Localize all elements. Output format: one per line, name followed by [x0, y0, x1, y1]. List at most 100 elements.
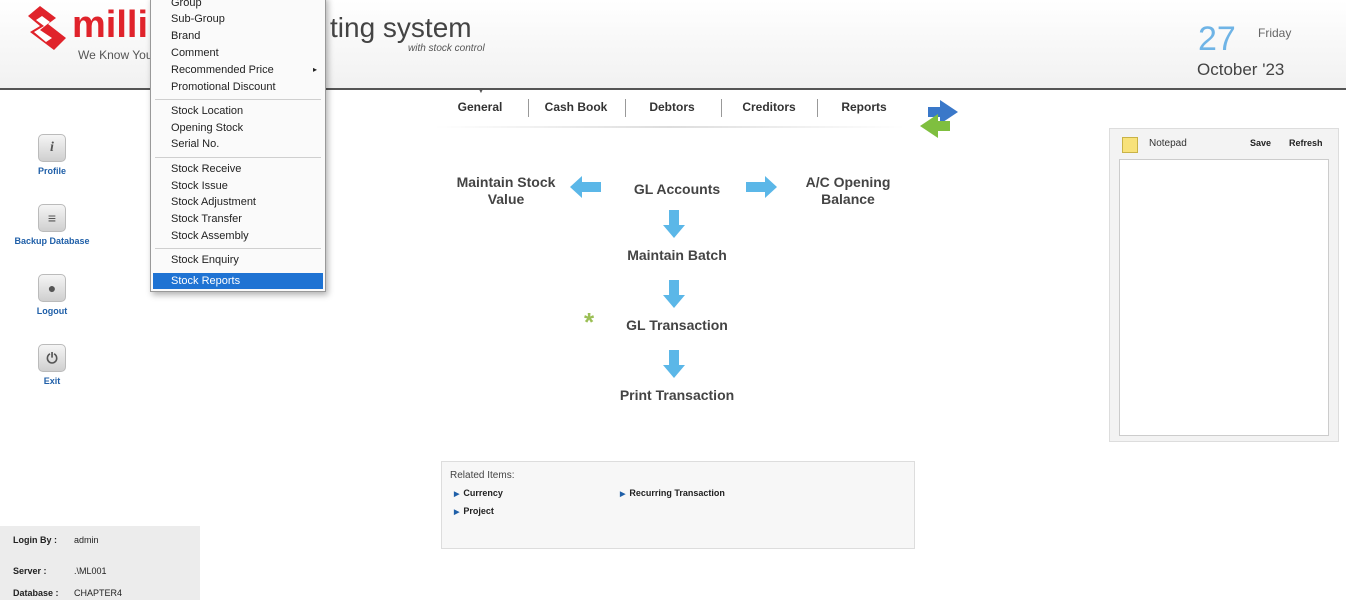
- tab-reports[interactable]: Reports: [841, 100, 887, 114]
- module-tabbar: General Cash Book Debtors Creditors Repo…: [435, 93, 905, 121]
- date-weekday: Friday: [1258, 26, 1292, 40]
- tab-general[interactable]: General: [457, 100, 503, 114]
- related-link-currency[interactable]: ▶Currency: [454, 488, 503, 498]
- arrow-left-icon: [570, 176, 601, 198]
- menu-item-label: Group: [171, 0, 202, 9]
- sidebar-exit-button[interactable]: ⏻ Exit: [7, 344, 97, 386]
- user-icon: ●: [38, 274, 66, 302]
- database-value: CHAPTER4: [74, 588, 123, 598]
- menu-item-stock-reports[interactable]: Stock Reports: [153, 273, 323, 289]
- menu-item-label: Stock Assembly: [171, 230, 249, 242]
- menu-item-stock-receive[interactable]: Stock Receive: [153, 161, 323, 177]
- menu-item-label: Opening Stock: [171, 122, 244, 134]
- sidebar-profile-button[interactable]: i Profile: [7, 134, 97, 176]
- menu-item-label: Stock Enquiry: [171, 254, 239, 266]
- menu-item-group[interactable]: Group: [153, 0, 323, 11]
- arrow-right-icon: [746, 176, 777, 198]
- menu-item-label: Sub-Group: [171, 13, 225, 25]
- tab-debtors[interactable]: Debtors: [649, 100, 695, 114]
- notepad-panel: Notepad Save Refresh: [1109, 128, 1339, 442]
- brand-logo-text: milli: [72, 4, 149, 46]
- flow-gl-transaction[interactable]: GL Transaction: [626, 317, 728, 333]
- menu-item-label: Promotional Discount: [171, 81, 276, 93]
- tab-underline: [435, 126, 905, 128]
- related-link-project[interactable]: ▶Project: [454, 506, 494, 516]
- submenu-arrow-icon: ▸: [312, 65, 317, 74]
- menu-item-stock-adjustment[interactable]: Stock Adjustment: [153, 194, 323, 210]
- database-icon: ≡: [38, 204, 66, 232]
- menu-item-serial-no[interactable]: Serial No.: [153, 136, 323, 152]
- system-subtitle: with stock control: [408, 43, 485, 54]
- tab-divider: [721, 99, 722, 117]
- menu-item-label: Stock Transfer: [171, 213, 242, 225]
- tab-divider: [528, 99, 529, 117]
- tab-creditors[interactable]: Creditors: [742, 100, 796, 114]
- related-items-title: Related Items:: [450, 470, 515, 481]
- sidebar-label: Exit: [43, 376, 61, 386]
- star-icon: *: [584, 307, 595, 337]
- arrow-down-icon: [663, 210, 685, 238]
- sidebar-logout-button[interactable]: ● Logout: [7, 274, 97, 316]
- menu-item-label: Serial No.: [171, 138, 220, 150]
- date-month-year: October '23: [1197, 60, 1285, 79]
- tab-caret-icon: ▼: [477, 86, 485, 95]
- notepad-textarea[interactable]: [1119, 159, 1329, 436]
- menu-item-label: Stock Issue: [171, 180, 228, 192]
- flow-print-transaction[interactable]: Print Transaction: [619, 387, 735, 403]
- related-link-label: Project: [463, 506, 494, 516]
- related-link-label: Recurring Transaction: [629, 488, 725, 498]
- flow-maintain-stock-value[interactable]: Maintain Stock Value: [456, 174, 556, 207]
- server-value: .\ML001: [74, 566, 107, 576]
- notepad-save-button[interactable]: Save: [1250, 138, 1272, 148]
- menu-separator: [155, 99, 321, 100]
- related-link-label: Currency: [463, 488, 503, 498]
- menu-item-opening-stock[interactable]: Opening Stock: [153, 120, 323, 136]
- sidebar-label: Backup Database: [14, 236, 90, 246]
- flow-maintain-batch[interactable]: Maintain Batch: [627, 247, 727, 263]
- notepad-title: Notepad: [1149, 138, 1187, 149]
- arrow-down-icon: [663, 280, 685, 308]
- power-icon: ⏻: [38, 344, 66, 372]
- login-by-value: admin: [74, 535, 99, 545]
- menu-item-sub-group[interactable]: Sub-Group: [153, 11, 323, 27]
- menu-item-label: Stock Location: [171, 105, 244, 117]
- triangle-right-icon: ▶: [620, 491, 626, 498]
- session-info-panel: Login By : admin Server : .\ML001 Databa…: [0, 526, 200, 600]
- menu-item-recommended-price[interactable]: Recommended Price ▸: [153, 62, 323, 78]
- menu-item-label: Brand: [171, 30, 201, 42]
- flow-ac-opening-balance[interactable]: A/C Opening Balance: [805, 174, 891, 207]
- related-link-recurring-transaction[interactable]: ▶Recurring Transaction: [620, 488, 725, 498]
- menu-item-stock-transfer[interactable]: Stock Transfer: [153, 211, 323, 227]
- switch-module-icon[interactable]: [918, 98, 960, 140]
- tab-divider: [625, 99, 626, 117]
- menu-item-label: Stock Adjustment: [171, 196, 256, 208]
- menu-item-label: Stock Reports: [171, 275, 241, 287]
- menu-item-stock-location[interactable]: Stock Location: [153, 103, 323, 119]
- menu-item-stock-assembly[interactable]: Stock Assembly: [153, 228, 323, 244]
- notepad-refresh-button[interactable]: Refresh: [1289, 138, 1323, 148]
- logo-icon: [28, 6, 66, 50]
- menu-item-brand[interactable]: Brand: [153, 28, 323, 44]
- triangle-right-icon: ▶: [454, 491, 460, 498]
- tab-divider: [817, 99, 818, 117]
- menu-item-stock-issue[interactable]: Stock Issue: [153, 178, 323, 194]
- menu-item-stock-enquiry[interactable]: Stock Enquiry: [153, 252, 323, 268]
- arrow-down-icon: [663, 350, 685, 378]
- menu-item-label: Stock Receive: [171, 163, 242, 175]
- menu-item-label: Recommended Price: [171, 64, 274, 76]
- menu-item-comment[interactable]: Comment: [153, 45, 323, 61]
- system-title: ting system: [330, 12, 472, 43]
- flow-gl-accounts[interactable]: GL Accounts: [633, 181, 721, 197]
- date-day: 27: [1198, 20, 1236, 58]
- related-items-panel: Related Items: ▶Currency ▶Recurring Tran…: [441, 461, 915, 549]
- menu-item-promotional-discount[interactable]: Promotional Discount: [153, 79, 323, 95]
- sidebar-backup-database-button[interactable]: ≡ Backup Database: [7, 204, 97, 246]
- menu-separator: [155, 248, 321, 249]
- notepad-icon: [1122, 137, 1138, 153]
- tab-cash-book[interactable]: Cash Book: [544, 100, 608, 114]
- triangle-right-icon: ▶: [454, 509, 460, 516]
- login-by-label: Login By :: [13, 535, 57, 545]
- brand-tagline: We Know You: [78, 48, 153, 62]
- sidebar-label: Profile: [37, 166, 66, 176]
- menu-item-label: Comment: [171, 47, 219, 59]
